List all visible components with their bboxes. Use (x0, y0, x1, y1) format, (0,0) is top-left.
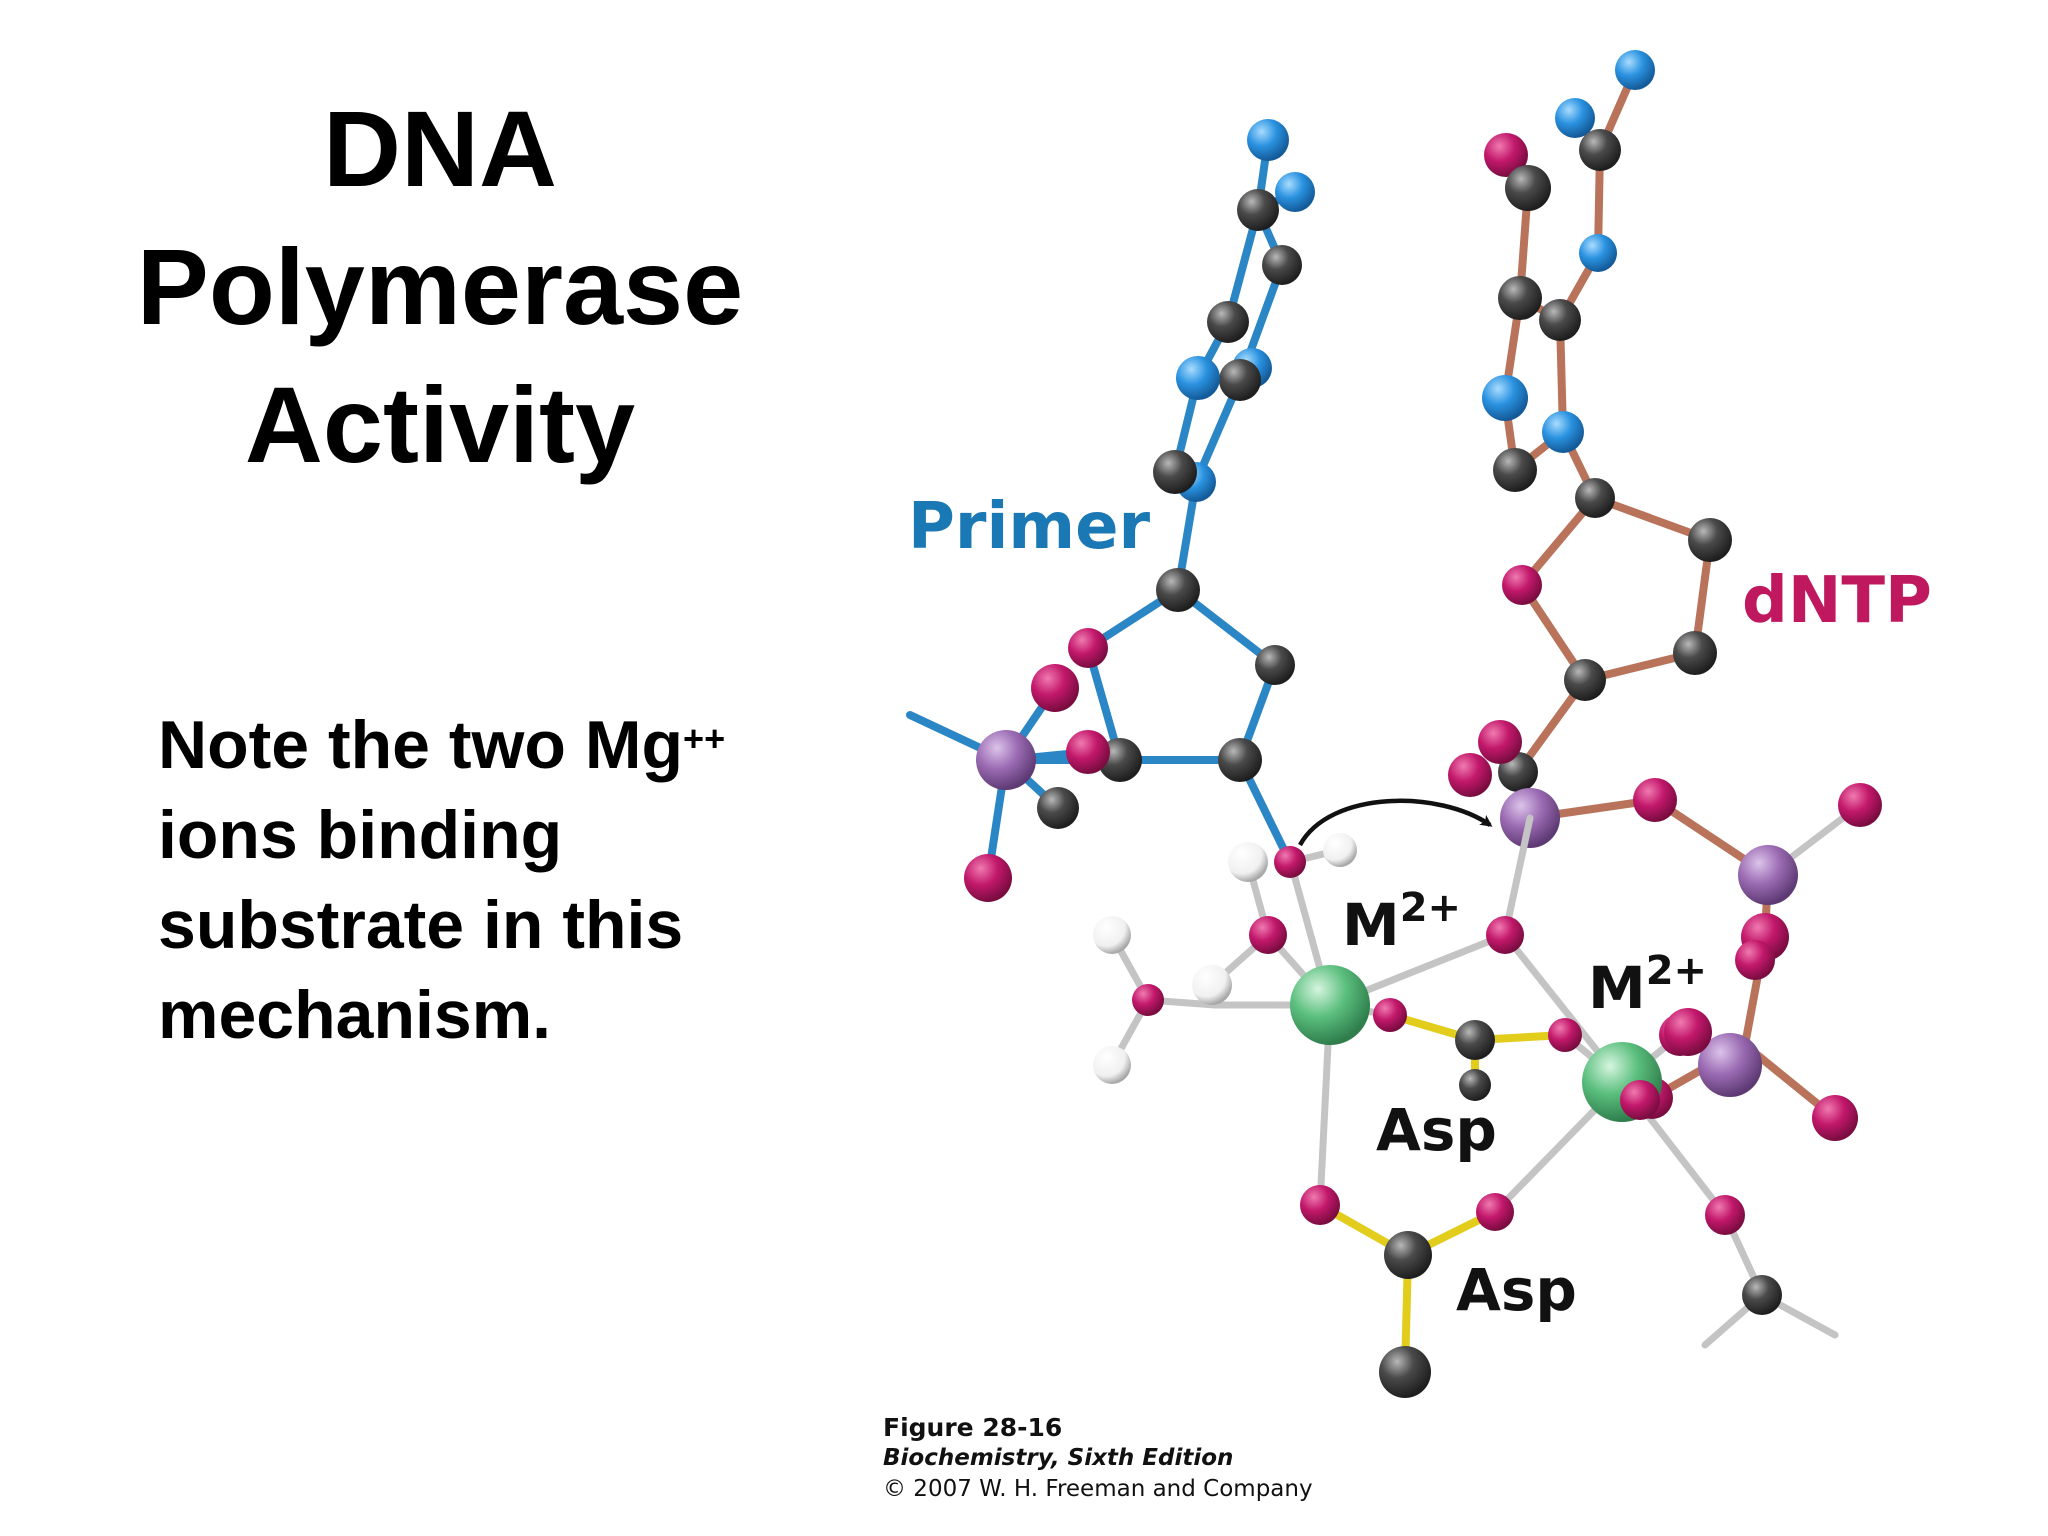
figure-caption: Figure 28-16 Biochemistry, Sixth Edition… (883, 1412, 1313, 1505)
aspartate-residues (1300, 998, 1582, 1398)
dntp-label: dNTP (1742, 564, 1932, 638)
note-line-1: Note the two Mg++ (158, 707, 726, 783)
primer-label: Primer (908, 490, 1151, 564)
slide-title-line-3: Activity (244, 364, 636, 485)
charge-superscript: ++ (683, 718, 726, 759)
metal-ion-1 (1290, 965, 1370, 1045)
copyright-line: © 2007 W. H. Freeman and Company (883, 1476, 1313, 1502)
primer-strand (906, 119, 1315, 902)
dntp-molecule (1448, 50, 1882, 1122)
note-line-2: ions binding (158, 797, 563, 873)
asp-label-1: Asp (1376, 1096, 1497, 1164)
note-line-3: substrate in this (158, 887, 684, 963)
metal-ions (1290, 965, 1662, 1122)
nucleophilic-attack-arrow (1298, 798, 1493, 847)
asp-label-2: Asp (1456, 1256, 1577, 1324)
metal-label-1: M2+ (1342, 885, 1461, 959)
note-text: Note the two Mg++ ions binding substrate… (158, 700, 878, 1060)
slide-title-line-1: DNA (323, 88, 557, 209)
slide-title-line-2: Polymerase (136, 226, 744, 347)
note-line-4: mechanism. (158, 977, 552, 1053)
figure-number: Figure 28-16 (883, 1413, 1063, 1442)
book-title: Biochemistry, Sixth Edition (883, 1445, 1234, 1471)
slide-title: DNA Polymerase Activity (80, 80, 800, 494)
metal-label-2: M2+ (1588, 948, 1707, 1022)
